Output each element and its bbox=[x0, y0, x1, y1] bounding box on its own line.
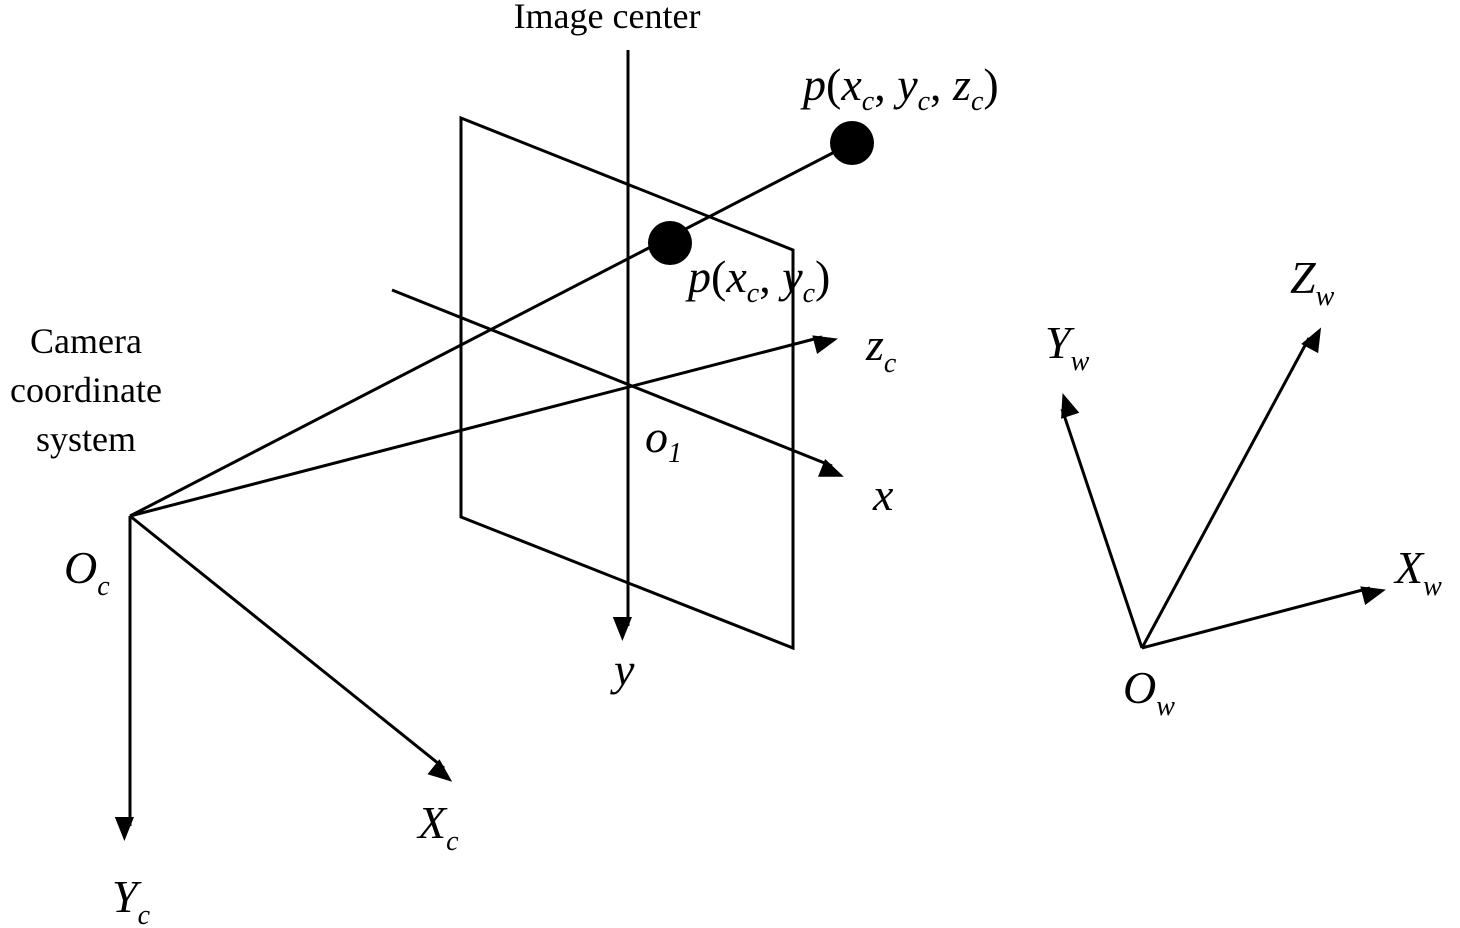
image-plane bbox=[459, 115, 795, 651]
y-label: y bbox=[610, 644, 635, 695]
Zw-axis bbox=[1140, 327, 1322, 649]
camera-label-line2: coordinate bbox=[10, 370, 162, 410]
zc-axis bbox=[129, 335, 838, 518]
image-point-label: p(xc, yc) bbox=[685, 251, 830, 309]
Oc-label: Oc bbox=[64, 542, 110, 602]
Xc-label: Xc bbox=[416, 797, 459, 857]
Yw-axis bbox=[1060, 392, 1144, 649]
Ow-label: Ow bbox=[1123, 662, 1175, 722]
zc-label: zc bbox=[865, 319, 897, 379]
Xc-axis bbox=[129, 514, 453, 782]
camera-label-line1: Camera bbox=[30, 321, 142, 361]
world-point-dot bbox=[830, 121, 874, 165]
world-point-label: p(xc, yc, zc) bbox=[800, 59, 999, 117]
Zw-label: Zw bbox=[1290, 252, 1335, 312]
Xw-axis bbox=[1141, 586, 1386, 650]
image-x-axis bbox=[391, 288, 844, 477]
Xw-label: Xw bbox=[1393, 542, 1442, 602]
o1-label: o1 bbox=[645, 411, 682, 469]
image-point-dot bbox=[648, 221, 692, 265]
camera-label-line3: system bbox=[36, 419, 136, 459]
image-center-label: Image center bbox=[514, 0, 701, 36]
x-label: x bbox=[872, 469, 894, 520]
projection-ray bbox=[129, 141, 853, 518]
Yc-label: Yc bbox=[112, 871, 151, 928]
Yw-label: Yw bbox=[1045, 317, 1090, 377]
